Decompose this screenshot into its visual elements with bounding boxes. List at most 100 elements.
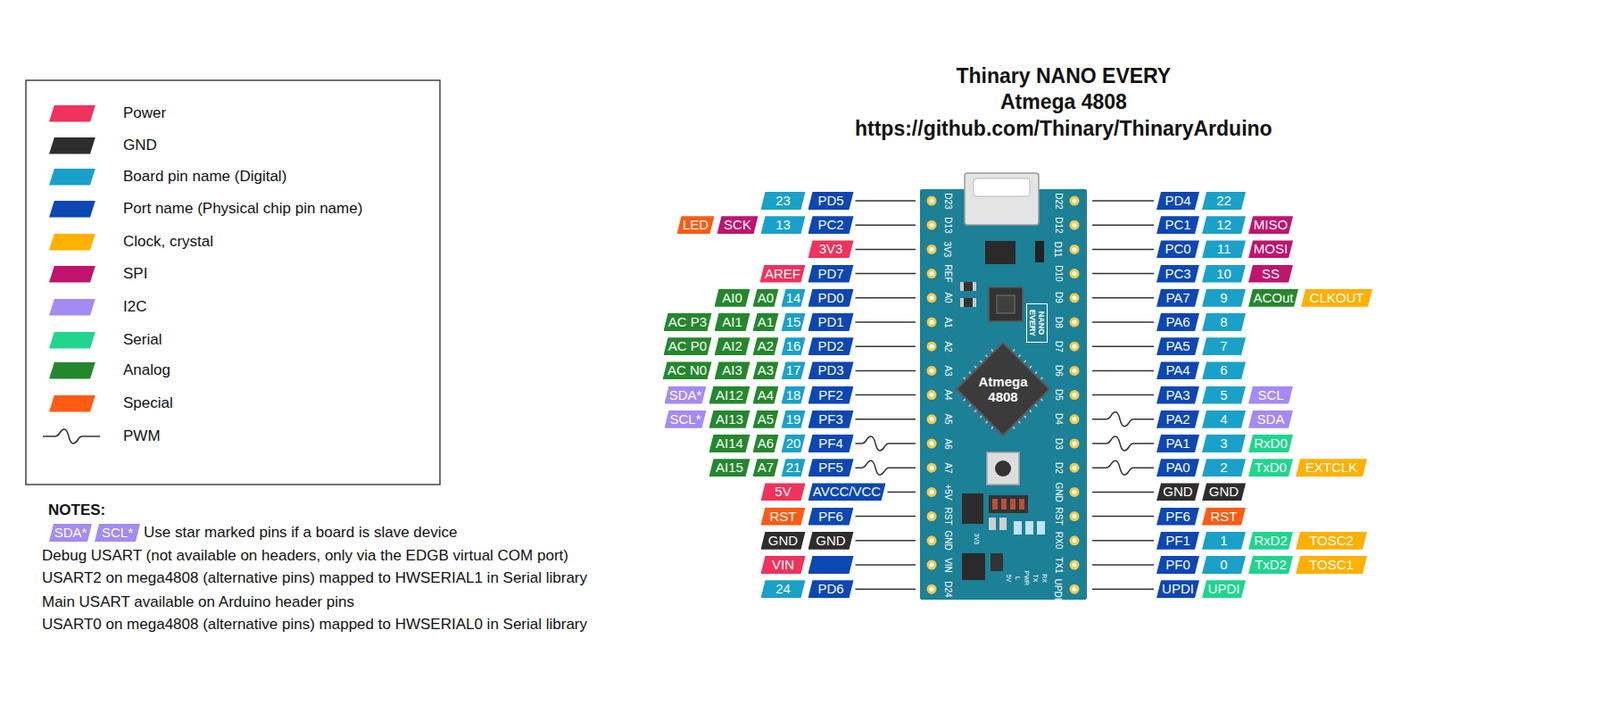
pin-tag: 1 bbox=[1202, 531, 1246, 550]
board-logo: NANO EVERY bbox=[1026, 303, 1048, 343]
port-tag: PD2 bbox=[808, 337, 854, 356]
header-pin bbox=[927, 317, 937, 328]
pin-label: PD5 bbox=[817, 191, 844, 210]
analog-tag: AC P3 bbox=[663, 313, 713, 332]
header-pin-hole bbox=[1072, 587, 1078, 592]
header-pin-hole bbox=[929, 320, 935, 325]
pwm-sample bbox=[42, 429, 100, 444]
leader-line bbox=[1092, 394, 1154, 397]
pin-label: 18 bbox=[786, 386, 802, 405]
header-pin bbox=[927, 196, 937, 207]
pin-tag: 15 bbox=[781, 313, 806, 332]
analog-tag: A4 bbox=[753, 386, 780, 405]
serial-tag: UPDI bbox=[1202, 580, 1246, 598]
header-pin-hole bbox=[929, 563, 935, 568]
pin-label: EXTCLK bbox=[1305, 458, 1358, 477]
header-pin-hole bbox=[1072, 223, 1078, 228]
silkscreen-label: A7 bbox=[943, 462, 954, 473]
leader-line bbox=[1092, 248, 1154, 251]
pin-label: 17 bbox=[786, 361, 802, 380]
legend-text: GND bbox=[123, 136, 158, 155]
pin-label: AI1 bbox=[721, 313, 743, 332]
board bbox=[920, 189, 1087, 600]
pin-label: GND bbox=[1209, 482, 1239, 501]
leader-line bbox=[1092, 515, 1154, 518]
pin-tag: 16 bbox=[781, 337, 806, 356]
pin-label: 2 bbox=[1219, 458, 1227, 477]
silkscreen-label: GND bbox=[1053, 481, 1064, 502]
port-tag: PA6 bbox=[1156, 313, 1200, 332]
pin-tag: 17 bbox=[781, 361, 806, 380]
header-pin bbox=[927, 511, 937, 522]
silkscreen-label: A6 bbox=[943, 438, 954, 449]
header-pin-hole bbox=[929, 587, 935, 592]
gnd-tag: GND bbox=[1156, 482, 1200, 501]
component bbox=[960, 298, 977, 307]
legend-swatch bbox=[49, 265, 96, 283]
header-pin bbox=[927, 560, 937, 571]
legend-text: Board pin name (Digital) bbox=[123, 167, 287, 186]
pin-label: SCK bbox=[723, 215, 752, 234]
header-pin-hole bbox=[929, 247, 935, 252]
header-pin-hole bbox=[1072, 489, 1078, 495]
legend-frame bbox=[25, 80, 440, 485]
component bbox=[961, 493, 984, 524]
pwm-leader-line bbox=[1092, 412, 1154, 427]
legend-text: Power bbox=[123, 104, 166, 123]
leader-line bbox=[887, 491, 917, 494]
legend-text: Clock, crystal bbox=[123, 232, 214, 251]
analog-tag: A5 bbox=[753, 410, 780, 429]
analog-tag: AI1 bbox=[714, 313, 751, 332]
leader-line bbox=[1092, 588, 1154, 590]
analog-tag: AI2 bbox=[714, 337, 751, 356]
header-pin bbox=[1069, 389, 1080, 400]
header-pin bbox=[1069, 268, 1080, 279]
pin-label: A6 bbox=[757, 434, 774, 453]
component bbox=[988, 517, 996, 531]
pin-label: GND bbox=[768, 531, 798, 550]
silkscreen-label: RST bbox=[1053, 507, 1064, 526]
leader-line bbox=[855, 273, 917, 275]
pin-label: UPDI bbox=[1161, 580, 1194, 598]
pwm-leader-line bbox=[1092, 460, 1154, 475]
port-tag: PA5 bbox=[1156, 337, 1200, 356]
pin-label: 15 bbox=[786, 313, 802, 332]
header-pin-hole bbox=[1072, 320, 1078, 325]
leader-line bbox=[1092, 563, 1154, 566]
gnd-tag: GND bbox=[1202, 482, 1246, 501]
pin-tag: 3 bbox=[1202, 434, 1246, 453]
header-pin-hole bbox=[1072, 416, 1078, 422]
legend-swatch bbox=[49, 298, 96, 316]
pin-label: 3 bbox=[1219, 434, 1227, 453]
notes-heading: NOTES: bbox=[48, 501, 106, 520]
silkscreen-label: A3 bbox=[943, 364, 954, 376]
header-pin bbox=[1069, 414, 1080, 424]
pin-tag: 24 bbox=[761, 580, 806, 598]
serial-tag: TxD0 bbox=[1248, 458, 1294, 477]
pin-label: PD2 bbox=[817, 337, 844, 356]
pin-label: AI14 bbox=[715, 434, 744, 453]
component-pad bbox=[960, 298, 964, 307]
pin-tag: 21 bbox=[781, 458, 806, 477]
pin-label: 6 bbox=[1219, 361, 1227, 380]
analog-tag: AI13 bbox=[709, 410, 751, 429]
pin-label: PD1 bbox=[817, 313, 844, 332]
serial-tag: TxD2 bbox=[1248, 555, 1294, 574]
pin-label: ACOut bbox=[1252, 289, 1294, 307]
power-tag: AREF bbox=[760, 265, 806, 283]
header-pin bbox=[927, 365, 937, 376]
legend-swatch bbox=[49, 395, 96, 413]
silkscreen-label: 3V3 bbox=[942, 240, 953, 257]
pin-label: SCL* bbox=[669, 410, 701, 429]
legend-swatch bbox=[49, 105, 96, 123]
pin-tag: 5 bbox=[1202, 386, 1246, 405]
header-pin-hole bbox=[1072, 465, 1078, 471]
pin-label: PD3 bbox=[817, 361, 844, 380]
header-pin-hole bbox=[929, 223, 935, 228]
silkscreen-label: D3 bbox=[1052, 438, 1063, 450]
port-tag: PD3 bbox=[808, 361, 854, 380]
pin-label: 14 bbox=[786, 289, 802, 307]
pin-label: PA7 bbox=[1165, 289, 1190, 307]
header-pin-hole bbox=[1072, 247, 1078, 252]
component bbox=[999, 517, 1007, 531]
